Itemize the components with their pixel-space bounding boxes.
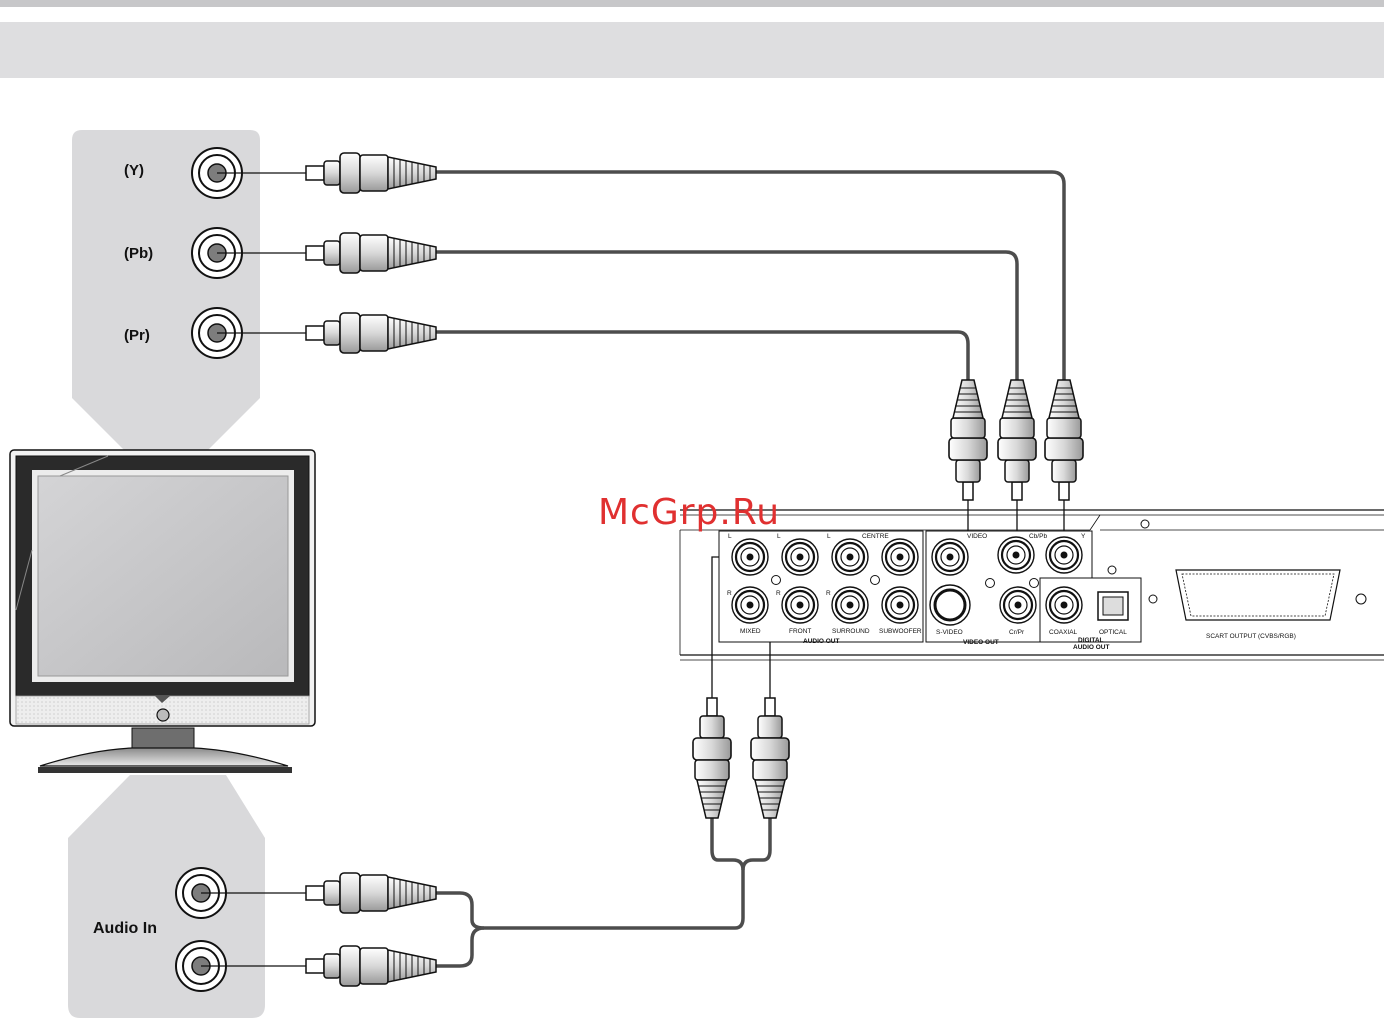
cb-pb-label: Cb/Pb	[1029, 533, 1047, 540]
s-video-label: S-VIDEO	[936, 629, 963, 636]
watermark: McGrp.Ru	[598, 492, 780, 533]
audio-right-player-plug	[751, 698, 789, 818]
audio-right-plug	[306, 946, 436, 986]
coaxial-label: COAXIAL	[1049, 629, 1078, 636]
pb-input-label: (Pb)	[124, 245, 153, 262]
audio-mixed-r-jack[interactable]	[732, 587, 768, 623]
y-player-plug	[1045, 380, 1083, 500]
video-cb-pb-jack[interactable]	[998, 537, 1034, 573]
audio-r-label-3: R	[826, 590, 831, 597]
video-out-group-label: VIDEO OUT	[963, 639, 999, 646]
centre-label: CENTRE	[862, 533, 889, 540]
pr-plug	[306, 313, 436, 353]
digital-audio-out-label: AUDIO OUT	[1073, 644, 1110, 651]
scart-output-label: SCART OUTPUT (CVBS/RGB)	[1206, 633, 1296, 640]
video-label: VIDEO	[967, 533, 987, 540]
optical-label: OPTICAL	[1099, 629, 1127, 636]
s-video-jack[interactable]	[930, 585, 970, 625]
audio-front-l-jack[interactable]	[782, 539, 818, 575]
optical-jack[interactable]	[1098, 592, 1128, 620]
audio-l-label-3: L	[827, 533, 831, 540]
audio-r-label-2: R	[776, 590, 781, 597]
y-label: Y	[1081, 533, 1086, 540]
audio-mixed-l-jack[interactable]	[732, 539, 768, 575]
y-plug	[306, 153, 436, 193]
audio-l-label-2: L	[777, 533, 781, 540]
surround-label: SURROUND	[832, 628, 870, 635]
audio-front-r-jack[interactable]	[782, 587, 818, 623]
audio-in-label: Audio In	[93, 920, 157, 937]
audio-centre-r-jack[interactable]	[882, 539, 918, 575]
audio-cable-left	[430, 818, 743, 928]
audio-left-player-plug	[693, 698, 731, 818]
tv-audio-input-panel	[68, 775, 265, 1018]
front-label: FRONT	[789, 628, 811, 635]
cr-pr-label: Cr/Pr	[1009, 629, 1025, 636]
audio-surround-jack[interactable]	[832, 587, 868, 623]
subwoofer-label: SUBWOOFER	[879, 628, 922, 635]
audio-cable-right	[430, 928, 484, 966]
video-y-jack[interactable]	[1046, 537, 1082, 573]
television	[10, 450, 315, 773]
pb-cable	[430, 252, 1017, 380]
audio-centre-l-jack[interactable]	[832, 539, 868, 575]
audio-out-group-label: AUDIO OUT	[803, 638, 840, 645]
audio-r-label-1: R	[727, 590, 732, 597]
pr-input-label: (Pr)	[124, 327, 150, 344]
video-composite-jack[interactable]	[932, 539, 968, 575]
coaxial-jack[interactable]	[1046, 587, 1082, 623]
audio-l-label-1: L	[728, 533, 732, 540]
video-cr-pr-jack[interactable]	[1000, 587, 1036, 623]
pr-player-plug	[949, 380, 987, 500]
mixed-label: MIXED	[740, 628, 761, 635]
pr-cable	[430, 332, 968, 380]
digital-label: DIGITAL	[1078, 637, 1104, 644]
audio-subwoofer-jack[interactable]	[882, 587, 918, 623]
audio-left-plug	[306, 873, 436, 913]
pb-plug	[306, 233, 436, 273]
pb-player-plug	[998, 380, 1036, 500]
y-input-label: (Y)	[124, 162, 144, 179]
